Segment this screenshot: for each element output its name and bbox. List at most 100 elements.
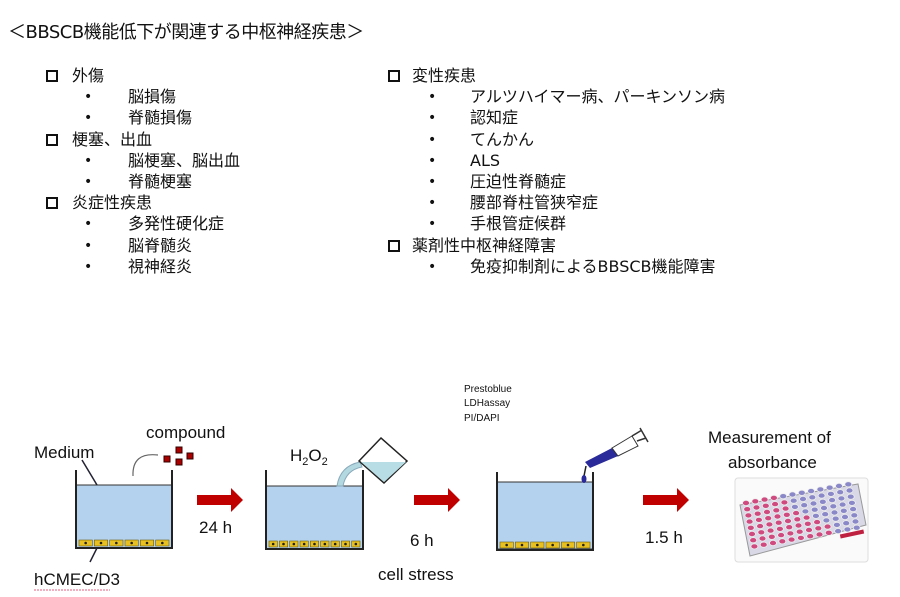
item-label: 手根管症候群 — [470, 214, 567, 234]
plate-well — [820, 504, 828, 511]
plate-well — [803, 520, 812, 527]
category-label: 薬剤性中枢神経障害 — [412, 235, 557, 255]
plate-well — [781, 505, 790, 512]
plate-well — [792, 510, 800, 517]
item-label: 脳損傷 — [128, 87, 177, 107]
syringe-icon — [581, 427, 649, 483]
plate-well — [830, 509, 839, 516]
item-label: 免疫抑制剤によるBBSCB機能障害 — [470, 256, 716, 276]
plate-well — [797, 489, 806, 496]
bullet-icon: • — [428, 195, 437, 212]
plate-well — [780, 499, 789, 506]
item-label: 認知症 — [470, 108, 519, 128]
plate-well — [825, 484, 834, 491]
plate-well — [850, 512, 859, 519]
arrow-right-icon — [414, 488, 460, 512]
bullet-icon: • — [84, 89, 93, 106]
plate-well — [797, 534, 805, 541]
plate-well — [742, 499, 750, 506]
plate-well — [764, 515, 773, 522]
plate-well — [815, 531, 824, 538]
item-label: ALS — [470, 150, 501, 170]
bullet-icon: • — [84, 237, 93, 254]
bullet-icon: • — [84, 174, 93, 190]
bullet-icon: • — [428, 216, 437, 233]
assay-1: Prestoblue — [464, 384, 512, 395]
plate-well — [842, 520, 851, 527]
plate-well — [808, 494, 817, 501]
well-3 — [496, 472, 594, 551]
bullet-icon: • — [428, 258, 437, 275]
bullet-icon: • — [428, 152, 437, 169]
plate-well — [817, 492, 826, 499]
step3-time: 1.5 h — [645, 528, 683, 547]
plate-well — [786, 530, 795, 537]
plate-well — [769, 540, 777, 547]
bullet-icon: • — [428, 89, 437, 106]
plate-well — [770, 494, 778, 501]
plate-well — [787, 536, 796, 543]
compound-label: compound — [146, 423, 225, 442]
bullet-icon: • — [84, 152, 93, 169]
plate-well — [753, 510, 762, 517]
square-bullet-icon — [46, 197, 58, 210]
assay-3: PI/DAPI — [464, 413, 500, 424]
plate-well — [794, 522, 803, 529]
plate-well — [841, 514, 849, 521]
plate-well — [829, 503, 838, 510]
plate-well — [757, 529, 766, 536]
arrow-right-icon — [643, 488, 689, 512]
step1-time: 24 h — [199, 518, 232, 537]
plate-well — [771, 501, 779, 508]
plate-well — [763, 508, 771, 515]
plate-well — [835, 482, 843, 489]
plate-well — [828, 497, 836, 504]
plate-well — [767, 533, 776, 540]
item-label: 多発性硬化症 — [128, 214, 225, 234]
item-label: 脳脊髄炎 — [128, 235, 193, 255]
plate-well — [813, 519, 821, 526]
plate-well — [774, 519, 783, 526]
plate-well — [805, 527, 813, 534]
plate-well — [849, 506, 857, 513]
category-label: 外傷 — [72, 66, 105, 85]
plate-well — [759, 541, 768, 548]
plate-well — [802, 514, 811, 521]
plate-well — [761, 502, 770, 509]
plate-well — [823, 523, 832, 530]
item-label: 腰部脊柱管狭窄症 — [470, 193, 599, 213]
plate-well — [776, 525, 784, 532]
plate-well — [777, 532, 785, 539]
plate-well — [809, 500, 818, 507]
plate-well — [789, 497, 798, 504]
plate-well — [843, 526, 852, 533]
well-1 — [75, 470, 173, 549]
plate-well — [745, 518, 754, 525]
measurement-label-line1: Measurement of — [708, 428, 831, 447]
beaker-pouring-icon — [336, 436, 409, 487]
medium-label: Medium — [34, 443, 94, 462]
plate-well — [801, 508, 810, 515]
plate-well — [755, 516, 763, 523]
plate-well — [779, 493, 788, 500]
measurement-label-line2: absorbance — [728, 453, 817, 472]
plate-well — [772, 507, 781, 514]
plate-well — [831, 515, 840, 522]
plate-well — [760, 496, 769, 503]
plate-well — [773, 513, 782, 520]
plate-well — [846, 493, 855, 500]
well-2 — [265, 470, 364, 550]
plate-well — [766, 527, 775, 534]
plate-well — [833, 521, 841, 528]
plate-well — [788, 491, 797, 498]
plate-well — [818, 498, 827, 505]
page-title: ＜BBSCB機能低下が関連する中枢神経疾患＞ — [8, 22, 364, 43]
plate-well — [782, 511, 791, 518]
assay-2: LDHassay — [464, 398, 510, 409]
plate-well — [751, 498, 760, 505]
plate-well — [821, 511, 830, 518]
bullet-icon: • — [428, 110, 437, 127]
item-label: 視神経炎 — [128, 256, 193, 276]
medium-pointer — [81, 459, 98, 486]
